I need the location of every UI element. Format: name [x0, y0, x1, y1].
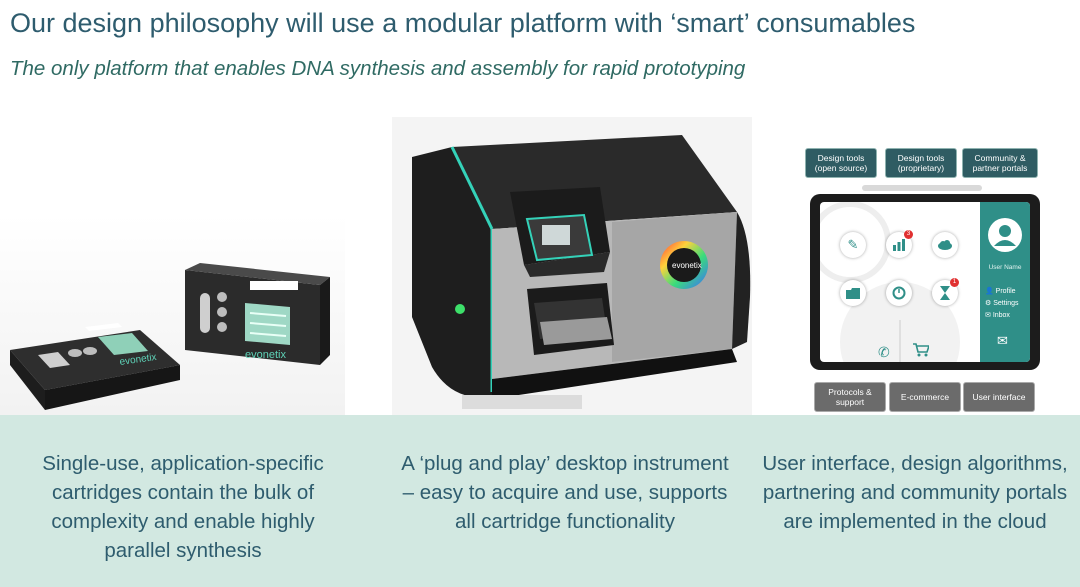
hourglass-icon[interactable]: 1	[932, 278, 959, 306]
cartridge-front-brand: evonetix	[119, 352, 157, 368]
cloud-connector	[862, 185, 982, 191]
caption-band	[0, 415, 1080, 587]
mail-icon[interactable]: ✉	[997, 333, 1008, 348]
pill-protocols-support: Protocols & support	[814, 382, 886, 412]
caption-cartridges: Single-use, application-specific cartrid…	[42, 452, 324, 562]
tablet-frame: ✎ 3 1 ✆	[810, 194, 1040, 370]
timer-add-icon[interactable]	[886, 280, 912, 306]
user-sidebar: User Name 👤 Profile ⚙ Settings ✉ Inbox ✉	[980, 202, 1030, 362]
tablet-screen: ✎ 3 1 ✆	[820, 202, 1030, 362]
pill-user-interface: User interface	[963, 382, 1035, 412]
slide-title: Our design philosophy will use a modular…	[10, 8, 916, 38]
cloud-ui-diagram: Design tools (open source) Design tools …	[792, 138, 1052, 415]
cloud-icon[interactable]	[932, 232, 958, 258]
menu-item-profile[interactable]: 👤 Profile	[985, 288, 1016, 295]
pill-design-tools-open-source: Design tools (open source)	[805, 148, 877, 178]
caption-instrument: A ‘plug and play’ desktop instrument – e…	[401, 452, 729, 533]
instrument-image: evonetix	[392, 117, 752, 415]
chart-icon[interactable]: 3	[886, 230, 913, 258]
menu-item-settings[interactable]: ⚙ Settings	[985, 300, 1019, 307]
pill-design-tools-proprietary: Design tools (proprietary)	[885, 148, 957, 178]
notification-badge: 3	[904, 230, 913, 239]
notification-badge: 1	[950, 278, 959, 287]
folder-icon[interactable]	[840, 280, 866, 306]
phone-icon[interactable]: ✆	[878, 344, 890, 360]
avatar[interactable]	[988, 218, 1022, 252]
pencil-icon[interactable]: ✎	[840, 232, 866, 258]
cartridge-back-brand: evonetix	[245, 349, 286, 361]
instrument-brand: evonetix	[672, 261, 702, 270]
pill-community-portals: Community & partner portals	[962, 148, 1038, 178]
menu-item-inbox[interactable]: ✉ Inbox	[985, 312, 1010, 319]
cartridges-image: evonetix evonetix	[0, 215, 345, 415]
slide-subtitle: The only platform that enables DNA synth…	[10, 57, 746, 80]
cart-icon[interactable]	[913, 343, 931, 362]
caption-cloud: User interface, design algorithms, partn…	[762, 452, 1068, 533]
pill-e-commerce: E-commerce	[889, 382, 961, 412]
user-name-label: User Name	[988, 264, 1022, 271]
